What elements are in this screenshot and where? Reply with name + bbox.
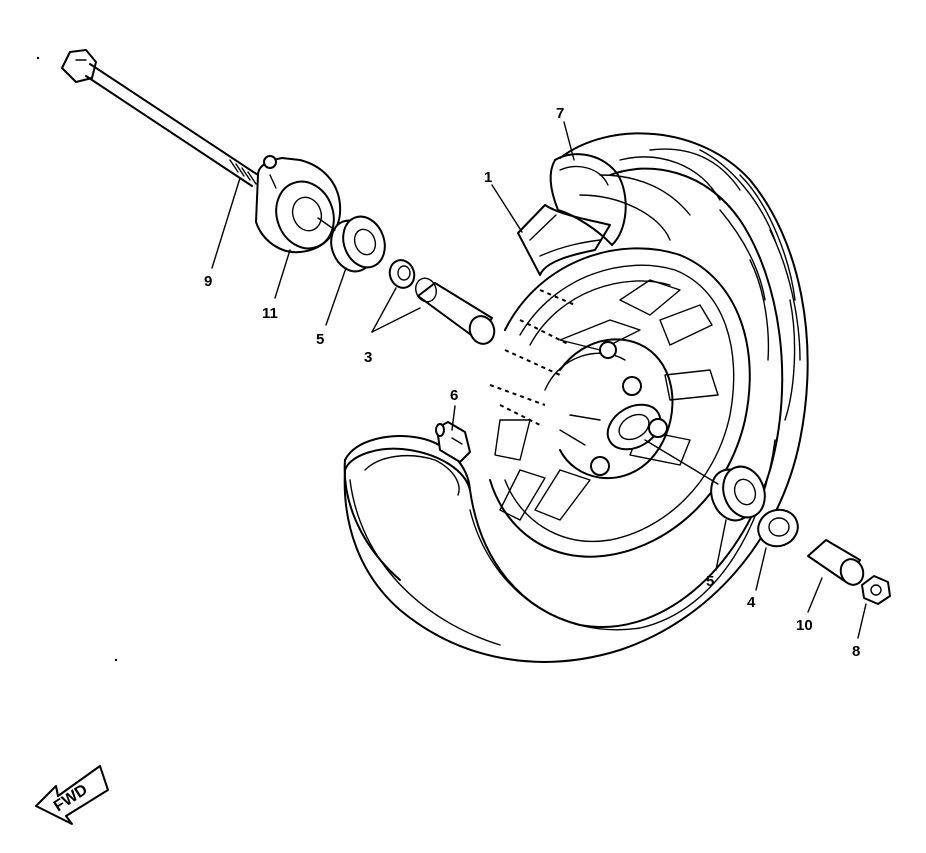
part-11-gear-box	[255, 155, 342, 254]
part-6-valve	[435, 421, 471, 463]
callout-8: 8	[852, 643, 860, 660]
callout-6: 6	[450, 387, 458, 404]
part-8-nut	[861, 575, 891, 605]
callout-11: 11	[262, 305, 278, 322]
part-3-collar	[388, 259, 416, 289]
callout-labels: 1 3 4 5 5 6 7 8 9 10 11	[204, 105, 860, 660]
callout-10: 10	[796, 617, 813, 634]
part-5-bearing-right	[710, 465, 766, 522]
scan-dot	[36, 56, 40, 60]
scan-dot	[114, 658, 118, 662]
rim	[489, 247, 751, 558]
part-1-rim-band	[517, 204, 611, 276]
part-5-bearing-left	[330, 215, 386, 273]
callout-7: 7	[556, 105, 564, 122]
tire	[343, 132, 809, 663]
leader-lines	[211, 121, 867, 639]
callout-5-right: 5	[706, 573, 714, 590]
part-3-spacer	[415, 277, 496, 345]
callout-1: 1	[484, 169, 492, 186]
part-10-collar	[807, 539, 865, 586]
fwd-arrow: FWD	[35, 765, 109, 825]
axle-centerline	[317, 217, 719, 485]
callout-5-left: 5	[316, 331, 324, 348]
tire-cutaway	[343, 435, 471, 581]
hub	[544, 338, 674, 480]
callout-9: 9	[204, 273, 212, 290]
callout-3: 3	[364, 349, 372, 366]
part-7-tire	[549, 153, 627, 246]
callout-4: 4	[747, 594, 756, 611]
part-4-oil-seal	[757, 508, 799, 548]
part-9-axle	[61, 49, 259, 187]
